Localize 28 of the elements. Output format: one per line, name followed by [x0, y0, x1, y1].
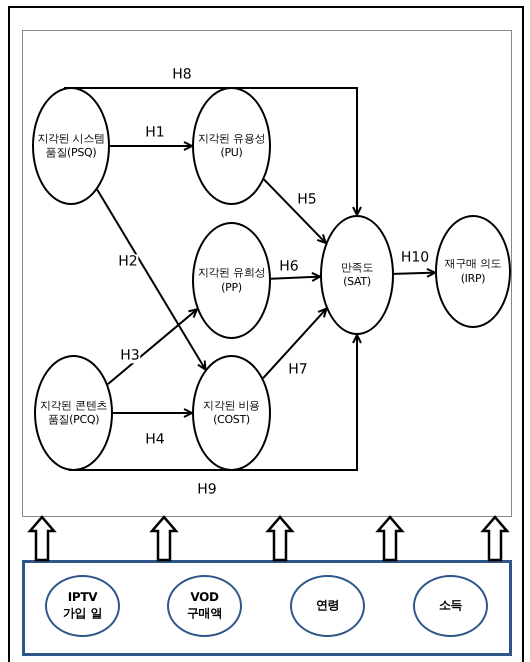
block-arrow — [375, 515, 405, 562]
construct-label: 소득 — [438, 598, 462, 614]
arrow — [96, 189, 206, 370]
block-arrow — [265, 515, 295, 562]
construct-label: 지각된 콘텐츠 품질(PCQ) — [38, 398, 108, 428]
construct-label: VOD 구매액 — [186, 590, 224, 622]
arrow — [394, 268, 436, 278]
construct-label: 연령 — [316, 598, 340, 614]
edge-label: H3 — [119, 348, 141, 364]
block-arrow — [480, 515, 510, 562]
arrow — [110, 141, 193, 151]
construct-label: 지각된 비용 (COST) — [202, 398, 261, 428]
construct-label: 재구매 의도 (IRP) — [444, 257, 502, 286]
construct-label: 지각된 유용성 (PU) — [196, 132, 266, 160]
arrow — [107, 308, 198, 385]
control-variable-box — [22, 560, 512, 656]
construct-label: 지각된 시스템 품질(PSQ) — [36, 132, 106, 160]
arrow — [113, 408, 193, 418]
construct-label: IPTV 가입 일 — [62, 590, 103, 622]
block-arrow — [27, 515, 57, 562]
block-arrow — [149, 515, 179, 562]
arrow — [64, 87, 362, 216]
arrow — [270, 272, 321, 282]
arrow — [262, 308, 328, 379]
construct-label: 만족도 (SAT) — [340, 260, 374, 290]
model-panel — [22, 30, 512, 517]
construct-label: 지각된 유희성 (PP) — [196, 266, 266, 295]
arrow — [263, 178, 327, 244]
